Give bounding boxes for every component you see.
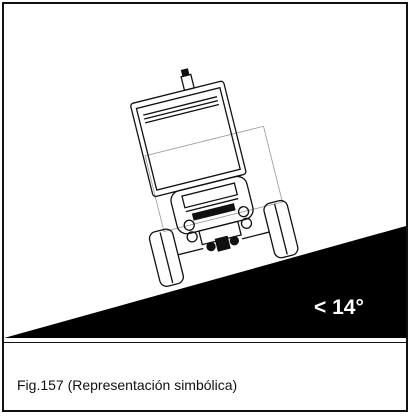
figure-frame: < 14° Fig.157 (Representación simbólica) <box>2 2 408 412</box>
vehicle-on-slope-illustration <box>4 68 406 338</box>
caption-divider <box>4 342 406 343</box>
slope-angle-label: < 14° <box>314 296 364 319</box>
slope-incline <box>4 226 406 338</box>
figure-illustration <box>4 4 406 350</box>
vehicle-rear-view <box>130 68 299 287</box>
figure-caption: Fig.157 (Representación simbólica) <box>17 377 238 393</box>
